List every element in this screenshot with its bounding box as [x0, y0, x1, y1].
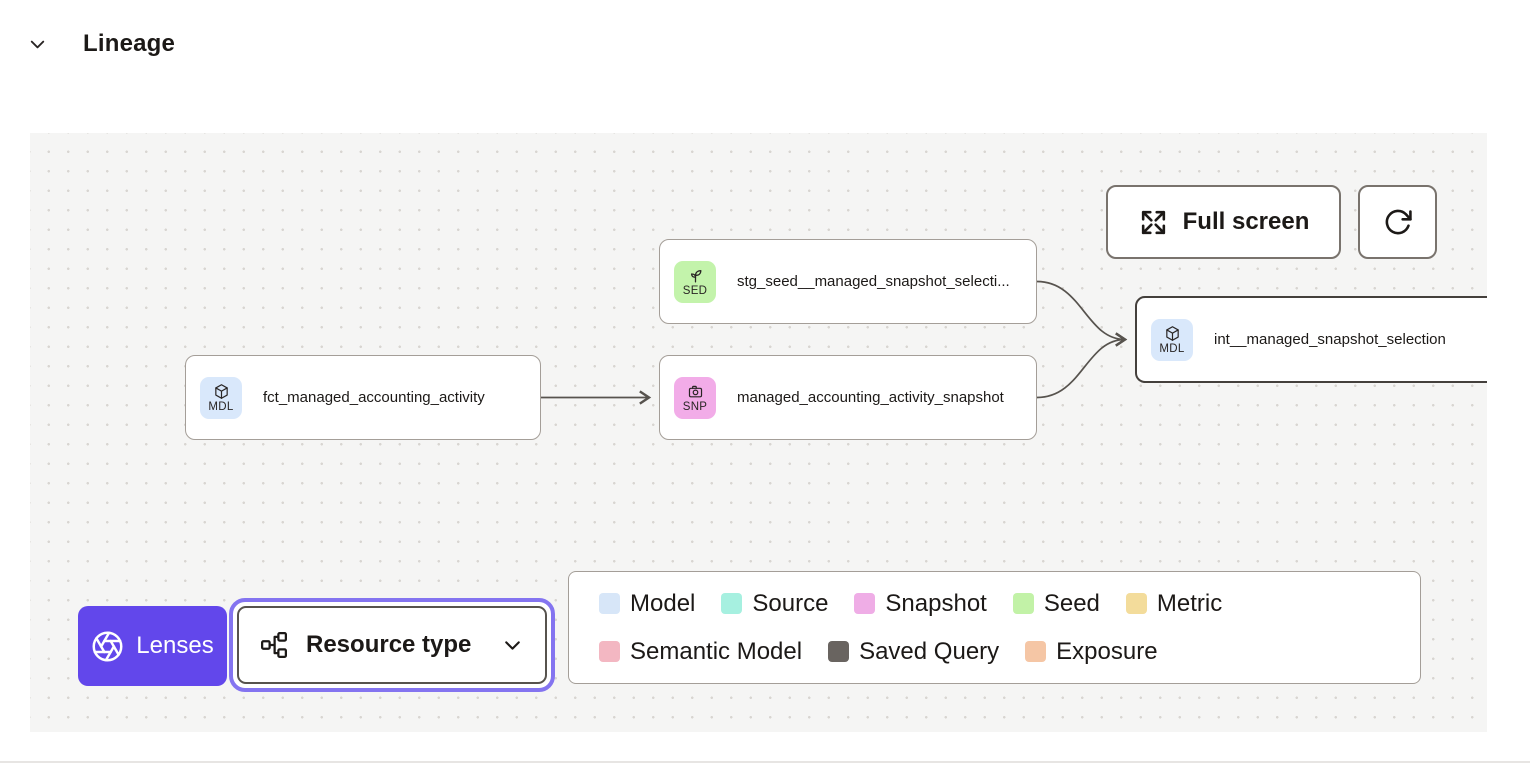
- legend-item-snapshot: Snapshot: [854, 590, 987, 618]
- node-label: managed_accounting_activity_snapshot: [737, 389, 1004, 406]
- sitemap-icon: [259, 630, 289, 660]
- legend-item-model: Model: [599, 590, 695, 618]
- legend-item-metric: Metric: [1125, 590, 1222, 618]
- node-label: stg_seed__managed_snapshot_selecti...: [737, 273, 1010, 290]
- resource-type-legend: Model Source Snapshot Seed Metric S: [568, 571, 1421, 684]
- legend-item-seed: Seed: [1012, 590, 1100, 618]
- snapshot-badge: SNP: [674, 376, 716, 419]
- lineage-node-int-model-selected[interactable]: MDL int__managed_snapshot_selection: [1135, 296, 1487, 383]
- legend-item-saved-query: Saved Query: [828, 638, 999, 666]
- node-label: int__managed_snapshot_selection: [1214, 331, 1446, 348]
- lenses-button[interactable]: Lenses: [78, 606, 227, 686]
- expand-icon: [1138, 207, 1169, 238]
- edge-snapshot-to-int: [1036, 332, 1128, 399]
- model-badge: MDL: [200, 376, 242, 419]
- source-swatch: [721, 593, 743, 614]
- lineage-canvas[interactable]: Full screen SED stg_seed__managed_snapsh…: [30, 133, 1487, 732]
- legend-item-exposure: Exposure: [1025, 638, 1158, 666]
- refresh-icon: [1382, 207, 1413, 238]
- node-label: fct_managed_accounting_activity: [263, 389, 485, 406]
- resource-type-inner: Resource type: [237, 606, 547, 684]
- metric-swatch: [1125, 593, 1147, 614]
- lineage-header: Lineage: [26, 30, 175, 58]
- badge-code: MDL: [1159, 342, 1185, 355]
- full-screen-button[interactable]: Full screen: [1106, 185, 1341, 259]
- sprout-icon: [687, 267, 704, 284]
- seed-swatch: [1012, 593, 1034, 614]
- cube-icon: [213, 383, 230, 400]
- saved-query-swatch: [828, 641, 850, 662]
- model-swatch: [599, 593, 620, 614]
- badge-code: MDL: [208, 400, 234, 413]
- lenses-label: Lenses: [136, 632, 214, 659]
- cube-icon: [1164, 325, 1181, 342]
- lineage-node-snapshot[interactable]: SNP managed_accounting_activity_snapshot: [659, 355, 1037, 440]
- resource-type-dropdown[interactable]: Resource type: [229, 598, 555, 692]
- lineage-node-fct-model[interactable]: MDL fct_managed_accounting_activity: [185, 355, 541, 440]
- chevron-down-icon: [500, 633, 525, 658]
- badge-code: SNP: [682, 400, 708, 413]
- camera-icon: [687, 383, 704, 400]
- chevron-down-icon[interactable]: [26, 33, 49, 56]
- aperture-icon: [91, 630, 124, 663]
- resource-type-label: Resource type: [306, 631, 472, 658]
- page-title: Lineage: [83, 30, 176, 57]
- semantic-model-swatch: [599, 641, 620, 662]
- model-badge: MDL: [1151, 318, 1193, 361]
- exposure-swatch: [1025, 641, 1047, 662]
- legend-item-source: Source: [721, 590, 828, 618]
- legend-item-semantic-model: Semantic Model: [599, 638, 802, 666]
- legend-row: Semantic Model Saved Query Exposure: [599, 638, 1420, 666]
- seed-badge: SED: [674, 260, 716, 303]
- full-screen-label: Full screen: [1182, 208, 1310, 235]
- lineage-node-seed[interactable]: SED stg_seed__managed_snapshot_selecti..…: [659, 239, 1037, 324]
- legend-row: Model Source Snapshot Seed Metric: [599, 590, 1420, 618]
- bottom-divider: [0, 761, 1530, 763]
- snapshot-swatch: [854, 593, 876, 614]
- edge-seed-to-int: [1036, 280, 1128, 347]
- refresh-button[interactable]: [1358, 185, 1437, 259]
- badge-code: SED: [682, 284, 708, 297]
